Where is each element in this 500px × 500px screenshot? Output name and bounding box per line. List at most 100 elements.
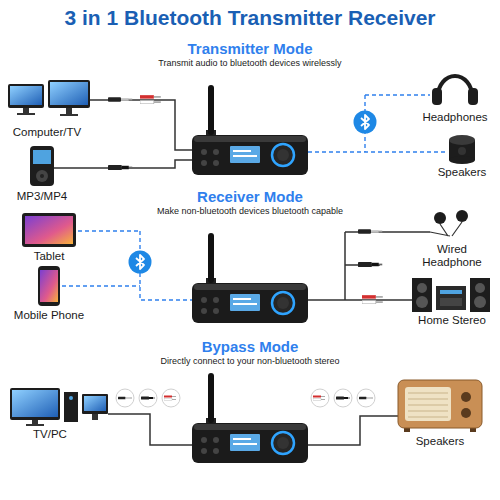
tv-pc-icon (84, 396, 106, 411)
radio-speaker-icon (408, 393, 448, 417)
tv-pc-icon (10, 388, 108, 426)
plug-icon (358, 262, 382, 267)
computer-tv-icon (48, 80, 90, 108)
tv-pc-icon (10, 388, 60, 420)
mode-heading: Bypass Mode (202, 338, 299, 355)
computer-tv-icon (66, 108, 72, 114)
speaker-icon (449, 135, 475, 164)
mode-heading: Receiver Mode (197, 188, 303, 205)
computer-tv-icon (8, 84, 44, 108)
mode-heading: Transmitter Mode (187, 40, 312, 57)
tv-pc-icon (64, 392, 78, 422)
mode-description: Transmit audio to bluetooth devices wire… (158, 58, 341, 68)
tv-pc-icon (12, 390, 58, 417)
title: 3 in 1 Bluetooth Transmitter Receiver (64, 6, 435, 30)
plug-icon (358, 229, 382, 233)
tv-pc-icon (92, 414, 98, 420)
plug-bubble (118, 397, 132, 400)
device-label: Wired Headphone (415, 243, 489, 269)
computer-tv-icon (60, 114, 78, 116)
bluetooth-link (308, 95, 445, 152)
computer-tv-icon (23, 108, 29, 113)
home-stereo-icon (412, 278, 432, 312)
mp3-player-icon (33, 150, 51, 164)
radio-speaker-icon (405, 387, 451, 421)
plug-icon (108, 97, 132, 101)
transmitter-unit (192, 85, 308, 175)
plug-icon (140, 95, 161, 104)
computer-tv-icon (10, 86, 42, 105)
wired-earphones-icon (456, 210, 468, 222)
home-stereo-icon (417, 283, 427, 293)
plug-icon (358, 229, 383, 303)
device-label: MP3/MP4 (17, 190, 68, 203)
plug-icon (108, 95, 161, 170)
radio-speaker-icon (461, 408, 471, 418)
bluetooth-link (308, 95, 445, 152)
plug-bubble (164, 396, 176, 401)
speaker-icon (458, 147, 466, 155)
headphones-icon (468, 88, 478, 105)
headphones-icon (432, 88, 442, 105)
headphones-icon (438, 76, 472, 96)
device-label: Speakers (416, 435, 465, 448)
computer-tv-icon (17, 113, 35, 115)
device-label: Mobile Phone (14, 309, 84, 322)
plug-icon (108, 165, 132, 170)
computer-tv-icon (50, 82, 88, 105)
device-label: Speakers (438, 166, 487, 179)
plug-bubble (334, 389, 352, 407)
wire (308, 232, 430, 300)
headphones-icon (432, 76, 478, 105)
home-stereo-icon (475, 283, 485, 293)
wire (308, 232, 430, 300)
radio-speaker-icon (461, 392, 471, 402)
wired-earphones-icon (430, 210, 468, 236)
home-stereo-icon (474, 296, 486, 308)
phone-icon (38, 266, 60, 306)
phone-icon (38, 266, 60, 306)
wired-earphones-icon (430, 222, 462, 236)
mp3-player-icon (30, 146, 54, 186)
bluetooth-link (354, 111, 377, 134)
radio-speaker-icon (398, 380, 482, 432)
plug-bubble (162, 389, 180, 407)
plug-bubble (311, 389, 329, 407)
computer-tv-icon (8, 80, 90, 116)
mp3-player-icon (36, 170, 48, 182)
plug-bubble (313, 396, 325, 401)
device-label: Home Stereo (418, 314, 486, 327)
tv-pc-icon (32, 420, 38, 424)
mode-description: Directly connect to your non-bluetooth s… (160, 356, 339, 366)
device-label: Headphones (422, 111, 487, 124)
mp3-player-icon (40, 174, 44, 178)
tv-pc-icon (26, 424, 44, 426)
home-stereo-icon (412, 278, 490, 312)
bluetooth-link (62, 231, 192, 300)
speaker-icon (449, 156, 475, 164)
radio-speaker-icon (398, 380, 482, 428)
home-stereo-icon (440, 298, 462, 306)
plug-bubble (359, 397, 373, 400)
plug-bubble (336, 397, 350, 400)
tablet-icon (25, 216, 73, 244)
bluetooth-link (62, 231, 192, 300)
tablet-icon (22, 213, 76, 247)
home-stereo-icon (416, 296, 428, 308)
bluetooth-link (129, 251, 152, 274)
phone-icon (40, 270, 58, 302)
home-stereo-icon (470, 278, 490, 312)
wire (90, 100, 192, 150)
transmitter-unit (192, 373, 308, 463)
mode-description: Make non-bluetooth devices bluetooth cap… (157, 206, 343, 216)
tablet-icon (22, 213, 76, 247)
device-label: TV/PC (33, 428, 67, 441)
plug-bubble (116, 389, 375, 407)
plug-bubble (141, 397, 155, 400)
speaker-icon (449, 135, 475, 145)
home-stereo-icon (440, 290, 462, 294)
plug-bubble (357, 389, 375, 407)
home-stereo-icon (436, 286, 466, 310)
